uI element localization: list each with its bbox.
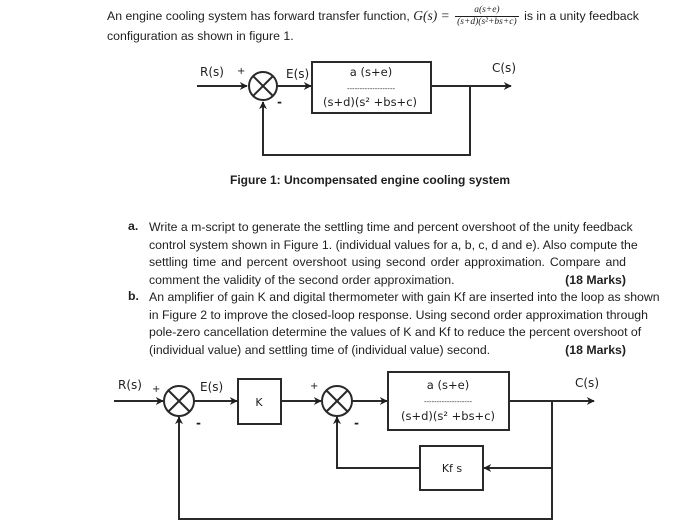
fig1-minus-sign: - — [277, 95, 282, 109]
fig2-block-denominator: (s+d)(s² +bs+c) — [401, 409, 495, 423]
fig2-summing-junction-inner — [321, 385, 353, 417]
fig1-summing-junction — [248, 71, 278, 101]
figure-1-caption: Figure 1: Uncompensated engine cooling s… — [230, 173, 511, 187]
question-b-line-4: (individual value) and settling time of … — [149, 342, 626, 360]
intro-text-after: is in a unity feedback — [520, 8, 639, 23]
fig1-input-label: R(s) — [200, 65, 224, 79]
intro-text-before: An engine cooling system has forward tra… — [107, 8, 414, 23]
question-a-label: a. — [128, 219, 139, 233]
fig2-rate-feedback-out — [333, 416, 420, 469]
fig2-output-label: C(s) — [575, 376, 599, 390]
fig2-plus-sign-outer: + — [152, 384, 160, 395]
question-b-line-3: pole-zero cancellation determine the val… — [149, 325, 642, 340]
intro-line-2: configuration as shown in figure 1. — [107, 29, 294, 43]
fig2-block-divider: ------------------- — [424, 398, 472, 406]
transfer-function-label: G(s) = — [413, 7, 450, 23]
fig1-error-label: E(s) — [286, 67, 309, 81]
fig2-input-label: R(s) — [118, 378, 142, 392]
question-b-line-2: in Figure 2 to improve the closed-loop r… — [149, 307, 648, 322]
fig2-error-label: E(s) — [200, 380, 223, 394]
intro-line-1: An engine cooling system has forward tra… — [107, 5, 639, 28]
fig2-minus-sign-outer: - — [196, 416, 201, 430]
question-a-line-2: control system shown in Figure 1. (indiv… — [149, 237, 638, 252]
question-a-marks: (18 Marks) — [565, 272, 626, 287]
fig2-unity-feedback-path — [175, 416, 553, 520]
fig2-minus-sign-inner: - — [354, 416, 359, 430]
fig2-plus-sign-inner: + — [310, 381, 318, 392]
question-b-marks: (18 Marks) — [565, 342, 626, 357]
fig1-feedback-path — [259, 86, 471, 156]
question-a: Write a m-script to generate the settlin… — [149, 219, 638, 290]
question-a-line-4: comment the validity of the second order… — [149, 272, 626, 290]
question-a-line-4-text: comment the validity of the second order… — [149, 272, 455, 287]
fig1-output-label: C(s) — [492, 61, 516, 75]
fig1-block-divider: ------------------- — [347, 85, 395, 93]
fig2-block-numerator: a (s+e) — [427, 378, 469, 392]
question-a-line-3: settling time and percent overshoot usin… — [149, 255, 626, 270]
question-a-line-1: Write a m-script to generate the settlin… — [149, 220, 633, 234]
fig2-summing-junction-outer — [163, 385, 195, 417]
question-b-label: b. — [128, 289, 139, 303]
question-b: An amplifier of gain K and digital therm… — [149, 289, 660, 360]
fig1-plant-block — [311, 61, 432, 114]
question-b-line-4-text: (individual value) and settling time of … — [149, 342, 491, 357]
fig2-gain-label: K — [255, 396, 263, 409]
fig1-block-numerator: a (s+e) — [350, 65, 392, 79]
fig1-block-denominator: (s+d)(s² +bs+c) — [323, 95, 417, 109]
question-b-line-1: An amplifier of gain K and digital therm… — [149, 290, 660, 304]
fig2-feedback-label: Kf s — [442, 462, 463, 475]
fig1-plus-sign: + — [237, 66, 245, 77]
transfer-function-fraction: a(s+e) (s+d)(s²+bs+c) — [455, 5, 519, 28]
transfer-function-denominator: (s+d)(s²+bs+c) — [457, 17, 517, 27]
transfer-function-numerator: a(s+e) — [455, 5, 519, 17]
